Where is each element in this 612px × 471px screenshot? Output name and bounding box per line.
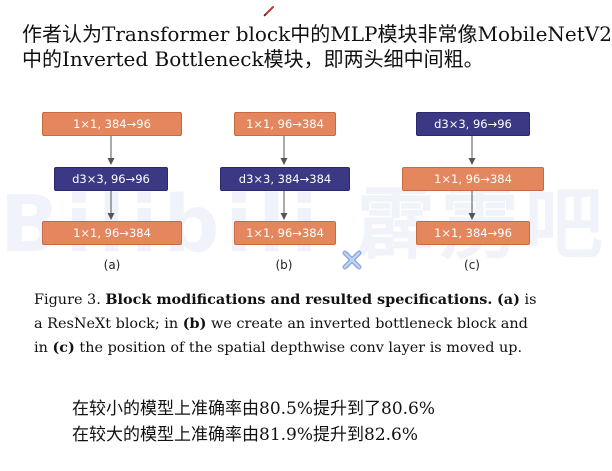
caption-ref-a: (a) — [497, 291, 520, 308]
heading-line-1: 作者认为Transformer block中的MLP模块非常像MobileNet… — [22, 22, 612, 46]
caption-part-4: in — [34, 340, 48, 356]
figure-caption: Figure 3. Block modifications and result… — [34, 288, 564, 360]
cross-icon — [342, 250, 362, 270]
block-a-layer-2: d3×3, 96→96 — [54, 167, 168, 191]
result-line-small: 在较小的模型上准确率由80.5%提升到了80.6% — [72, 399, 436, 419]
caption-line-2: a ResNeXt block; in (b) we create an inv… — [34, 312, 564, 336]
block-b-layer-1: 1×1, 96→384 — [234, 112, 336, 136]
block-a-layer-3: 1×1, 96→384 — [42, 221, 182, 245]
caption-part-3: we create an inverted bottleneck block a… — [211, 316, 528, 332]
block-c-layer-1: d3×3, 96→96 — [416, 112, 530, 136]
block-a-layer-1: 1×1, 384→96 — [42, 112, 182, 136]
arrow-down-icon — [107, 136, 115, 165]
arrow-down-icon — [107, 191, 115, 220]
caption-part-2: a ResNeXt block; in — [34, 316, 179, 332]
block-b-layer-3: 1×1, 96→384 — [234, 221, 336, 245]
slide-heading: 作者认为Transformer block中的MLP模块非常像MobileNet… — [22, 22, 612, 72]
caption-title: Block modifications and resulted specifi… — [105, 291, 493, 308]
block-a-label: (a) — [103, 258, 121, 272]
caption-ref-b: (b) — [182, 315, 207, 332]
arrow-down-icon — [280, 191, 288, 220]
caption-ref-c: (c) — [52, 339, 75, 356]
pen-icon — [263, 6, 274, 17]
caption-part-5: the position of the spatial depthwise co… — [79, 340, 523, 356]
caption-line-1: Figure 3. Block modifications and result… — [34, 288, 564, 312]
result-line-large: 在较大的模型上准确率由81.9%提升到82.6% — [72, 425, 419, 445]
caption-fig: Figure 3. — [34, 292, 101, 308]
block-b-label: (b) — [275, 258, 293, 272]
block-c-layer-3: 1×1, 384→96 — [416, 221, 530, 245]
block-c-layer-2: 1×1, 96→384 — [402, 167, 544, 191]
block-b-layer-2: d3×3, 384→384 — [220, 167, 350, 191]
heading-line-2: 中的Inverted Bottleneck模块，即两头细中间粗。 — [22, 47, 484, 71]
block-c-label: (c) — [464, 258, 480, 272]
block-diagram: 1×1, 384→96 d3×3, 96→96 1×1, 96→384 (a) … — [0, 100, 604, 290]
arrow-down-icon — [280, 136, 288, 165]
caption-line-3: in (c) the position of the spatial depth… — [34, 336, 564, 360]
arrow-down-icon — [468, 136, 476, 165]
caption-part-1: is — [524, 292, 537, 308]
arrow-down-icon — [468, 191, 476, 220]
